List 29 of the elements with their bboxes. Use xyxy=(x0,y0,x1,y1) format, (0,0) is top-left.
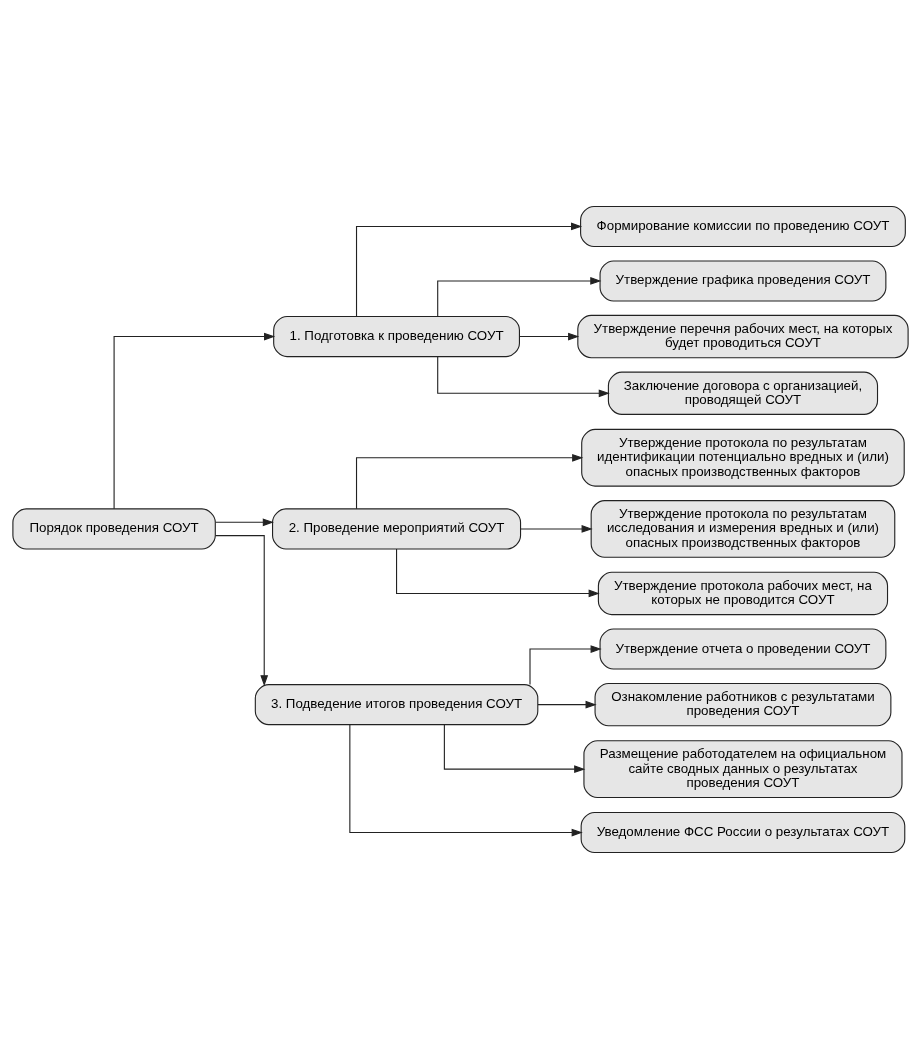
arrow xyxy=(355,453,584,509)
node-box: Порядок проведения СОУТ xyxy=(12,507,216,549)
arrow xyxy=(529,644,602,685)
node-box: Размещение работодателем на официальном сайте сводных данных о результатах проведения СОУТ xyxy=(583,739,903,798)
arrow xyxy=(349,723,583,836)
node-box: 2. Проведение мероприятий СОУТ xyxy=(272,507,522,549)
node-box: Утверждение графика проведения СОУТ xyxy=(599,259,887,302)
node-box: Заключение договора с организацией, проводящей СОУТ xyxy=(607,371,879,415)
node-box: 3. Подведение итогов проведения СОУТ xyxy=(254,683,539,725)
node-box: Ознакомление работников с результатами проведения СОУТ xyxy=(594,682,892,726)
arrow xyxy=(519,332,580,340)
arrow xyxy=(396,547,600,597)
arrow xyxy=(537,700,597,709)
arrow xyxy=(443,723,586,773)
arrow xyxy=(113,332,276,509)
node-box: 1. Подготовка к проведению СОУТ xyxy=(273,315,520,357)
node-box: Утверждение перечня рабочих мест, на которых будет проводиться СОУТ xyxy=(577,314,909,358)
arrow xyxy=(214,534,269,686)
node-box: Утверждение отчета о проведении СОУТ xyxy=(599,627,887,670)
node-box: Уведомление ФСС России о результатах СОУТ xyxy=(580,811,906,853)
arrow xyxy=(215,517,274,526)
arrow xyxy=(437,355,610,397)
arrow xyxy=(355,222,583,317)
node-box: Формирование комиссии по проведению СОУТ xyxy=(580,205,906,247)
node-box: Утверждение протокола по результатам идентификации потенциально вредных и (или) опасных производственных факторов xyxy=(581,428,905,487)
node-box: Утверждение протокола рабочих мест, на которых не проводится СОУТ xyxy=(597,571,889,615)
node-box: Утверждение протокола по результатам исследования и измерения вредных и (или) опасных производственных факторов xyxy=(590,499,896,558)
arrow xyxy=(437,276,602,317)
arrow xyxy=(520,524,593,533)
